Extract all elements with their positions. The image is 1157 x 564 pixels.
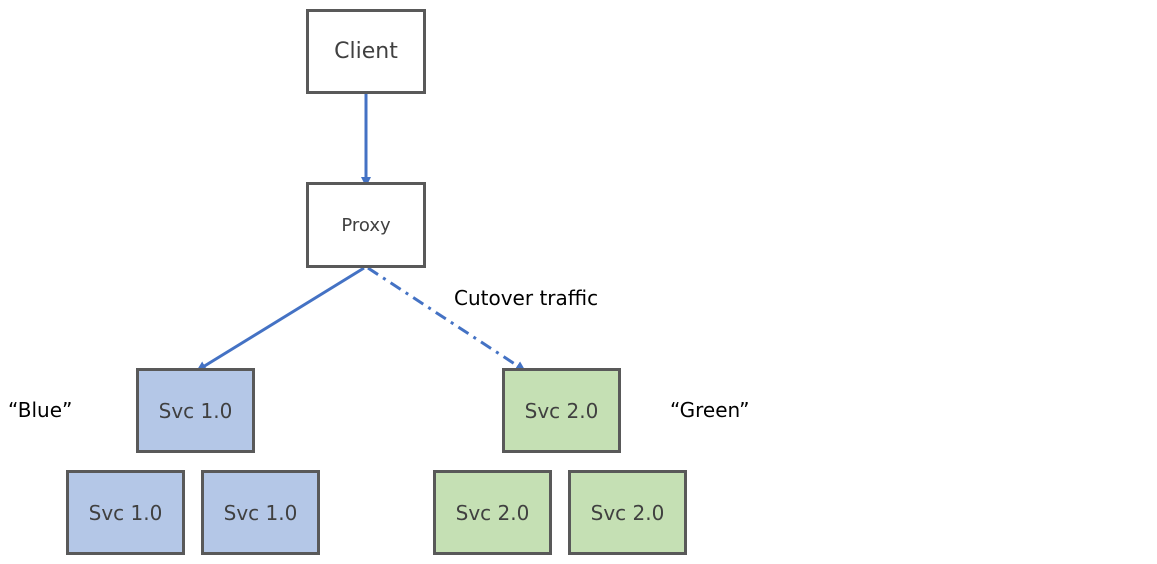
blue-primary-label: Svc 1.0 <box>158 398 233 423</box>
green-group-label: “Green” <box>670 398 750 422</box>
proxy-node-label: Proxy <box>341 214 391 236</box>
green-replica-node: Svc 2.0 <box>433 470 552 555</box>
green-replica-node: Svc 2.0 <box>568 470 687 555</box>
blue-replica-node: Svc 1.0 <box>66 470 185 555</box>
blue-group-label: “Blue” <box>8 398 73 422</box>
cutover-traffic-label: Cutover traffic <box>454 286 599 310</box>
blue-primary-node: Svc 1.0 <box>136 368 255 453</box>
blue-replica-label: Svc 1.0 <box>223 500 298 525</box>
client-node: Client <box>306 9 426 94</box>
green-replica-label: Svc 2.0 <box>590 500 665 525</box>
edge-proxy-to-blue <box>196 266 365 372</box>
blue-replica-node: Svc 1.0 <box>201 470 320 555</box>
green-replica-label: Svc 2.0 <box>455 500 530 525</box>
client-node-label: Client <box>334 39 398 64</box>
green-primary-node: Svc 2.0 <box>502 368 621 453</box>
proxy-node: Proxy <box>306 182 426 268</box>
edge-proxy-to-green-cutover <box>367 266 526 372</box>
blue-replica-label: Svc 1.0 <box>88 500 163 525</box>
green-primary-label: Svc 2.0 <box>524 398 599 423</box>
